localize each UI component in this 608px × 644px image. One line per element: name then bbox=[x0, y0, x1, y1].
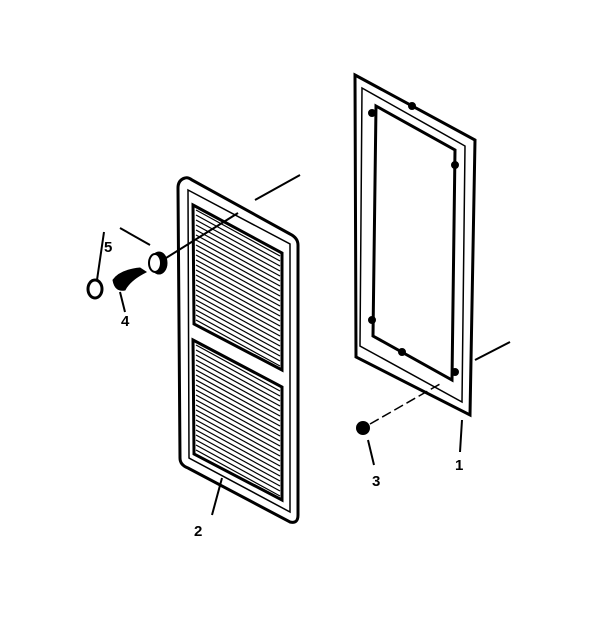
louvre-line bbox=[195, 354, 281, 402]
louvre-line bbox=[195, 224, 281, 272]
louvre-line bbox=[195, 419, 281, 467]
louvre-line bbox=[195, 414, 281, 462]
louvre-line bbox=[195, 289, 281, 337]
louvre-line bbox=[195, 284, 281, 332]
louvre-line bbox=[195, 439, 281, 487]
louvre-line bbox=[195, 244, 281, 292]
louvre-line bbox=[195, 374, 281, 422]
louvre-line bbox=[195, 309, 281, 357]
louvre-line bbox=[195, 259, 281, 307]
louvre-line bbox=[195, 444, 281, 492]
louvre-line bbox=[195, 219, 281, 267]
louvre-line bbox=[195, 314, 281, 362]
callout-1: 1 bbox=[455, 457, 463, 474]
louvre-line bbox=[195, 434, 281, 482]
louvre-line bbox=[195, 389, 281, 437]
louvre-line bbox=[195, 319, 281, 367]
frame-part-1 bbox=[353, 72, 477, 418]
callout-3: 3 bbox=[372, 473, 380, 490]
louvre-line bbox=[195, 379, 281, 427]
louvre-line bbox=[195, 294, 281, 342]
louvre-line bbox=[195, 349, 281, 397]
louvre-line bbox=[195, 359, 281, 407]
louvre-line bbox=[195, 304, 281, 352]
louvre-line bbox=[195, 249, 281, 297]
louvre-line bbox=[195, 214, 281, 262]
callout-2: 2 bbox=[194, 523, 202, 540]
louvre-line bbox=[195, 369, 281, 417]
louvre-line bbox=[195, 239, 281, 287]
screw-part-3 bbox=[356, 383, 441, 466]
louvre-line bbox=[195, 409, 281, 457]
callout-4: 4 bbox=[121, 313, 130, 330]
louvre-line bbox=[195, 274, 281, 322]
callout-5: 5 bbox=[104, 239, 112, 256]
louvre-line bbox=[195, 344, 281, 392]
fastener-parts-4-5 bbox=[86, 174, 511, 516]
louvre-line bbox=[195, 424, 281, 472]
louvre-line bbox=[195, 234, 281, 282]
louvre-line bbox=[195, 264, 281, 312]
louvre-line bbox=[195, 269, 281, 317]
louvre-line bbox=[195, 394, 281, 442]
louvre-line bbox=[195, 429, 281, 477]
louvre-line bbox=[195, 399, 281, 447]
louvre-line bbox=[195, 384, 281, 432]
louvre-line bbox=[195, 209, 281, 257]
louvre-line bbox=[195, 404, 281, 452]
grille-part-2 bbox=[176, 176, 300, 524]
louvre-line bbox=[195, 449, 281, 497]
louvre-line bbox=[195, 364, 281, 412]
louvre-line bbox=[195, 229, 281, 277]
louvre-line bbox=[195, 299, 281, 347]
louvre-line bbox=[195, 254, 281, 302]
louvre-line bbox=[195, 279, 281, 327]
